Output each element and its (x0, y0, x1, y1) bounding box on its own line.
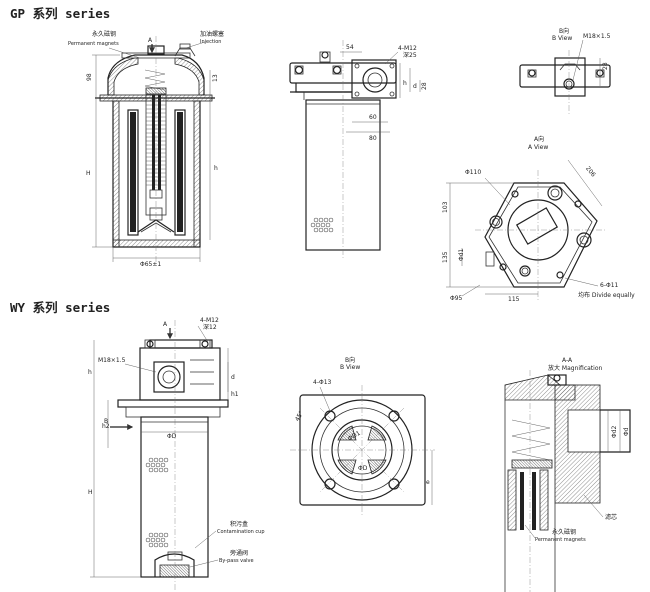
gp-side-dim-h: h (403, 80, 407, 87)
wy-front-arrow-b: B (104, 418, 108, 425)
wy-bypass-valve-cn: 旁通阀 (230, 549, 248, 557)
wy-front-thread: M18×1.5 (98, 357, 126, 364)
gp-a-view-dim-115: 115 (508, 296, 520, 303)
wy-front-view: 4-M12 深12 M18×1.5 A B h d h1 h2 H ΦD 积污盒… (88, 317, 265, 592)
gp-side-view: 54 4-M12 深25 h d 28 60 80 (289, 40, 428, 260)
wy-front-dim-phi: ΦD (167, 433, 177, 440)
gp-side-deep: 深25 (403, 51, 417, 59)
gp-a-view-en: A View (528, 144, 548, 151)
wy-front-arrow-a: A (163, 321, 168, 328)
gp-dim-13: 13 (212, 74, 219, 82)
wy-b-view-dim-phi: ΦD (358, 465, 368, 472)
gp-a-view-dim-206: 206 (584, 165, 597, 178)
gp-injection-cn: 加油螺塞 (200, 30, 224, 38)
gp-a-view: A向 A View 206 Φ110 103 135 Φd1 Φ95 115 6… (442, 135, 635, 303)
gp-dim-phi65: Φ65±1 (140, 261, 161, 268)
wy-detail-filter: 滤芯 (605, 513, 617, 521)
gp-a-view-dim-phid1: Φd1 (458, 248, 465, 261)
gp-side-dim-d: d (413, 83, 417, 90)
wy-series-title: WY 系列 series (10, 300, 111, 315)
wy-detail-magnet-cn: 永久磁钢 (552, 528, 576, 536)
gp-dim-h: h (214, 165, 218, 172)
wy-front-dim-d: d (231, 374, 235, 381)
gp-side-holes: 4-M12 (398, 45, 417, 52)
gp-b-view-cn: B向 (559, 27, 569, 35)
wy-front-dim-h: h (88, 369, 92, 376)
gp-arrow-a: A (148, 37, 153, 44)
wy-contamination-cup-en: Contamination cup (217, 529, 265, 535)
gp-series-title: GP 系列 series (10, 6, 111, 21)
gp-side-dim-80: 80 (369, 135, 377, 142)
gp-section-view: 永久磁钢 Permanent magnets 加油螺塞 Injection A … (68, 30, 224, 268)
wy-detail-magnet-en: Permanent magnets (535, 537, 586, 543)
gp-injection-en: Injection (200, 39, 221, 45)
gp-dim-98: 98 (86, 73, 93, 81)
wy-detail-dim-d2: Φd2 (611, 425, 618, 438)
gp-side-dim-28: 28 (421, 82, 428, 90)
gp-a-view-holes: 6-Φ11 (600, 282, 619, 289)
wy-b-view-dim-e: e (426, 479, 430, 486)
gp-a-view-dim-103: 103 (442, 201, 449, 213)
wy-bypass-valve-en: By-pass valve (219, 558, 254, 564)
gp-b-view: B向 B View M18×1.5 28 (519, 27, 611, 114)
gp-b-view-thread: M18×1.5 (583, 33, 611, 40)
gp-a-view-cn: A向 (534, 135, 544, 143)
wy-detail-dim-d: Φd (623, 427, 630, 436)
gp-side-dim-54: 54 (346, 44, 354, 51)
wy-detail-section: A-A (562, 357, 573, 364)
wy-detail-view: A-A 放大 Magnification Φd2 Φd 滤芯 永久磁钢 Perm… (504, 357, 631, 592)
wy-front-dim-H: H (88, 489, 93, 496)
wy-contamination-cup-cn: 积污盒 (230, 520, 248, 528)
wy-b-view-cn: B向 (345, 356, 355, 364)
wy-b-view: B向 B View 4-Φ13 45° ΦD1 ΦD e (290, 356, 435, 515)
gp-a-view-dim-135: 135 (442, 251, 449, 263)
wy-front-dim-h1: h1 (231, 391, 239, 398)
gp-a-view-dim-phi95: Φ95 (450, 295, 463, 302)
wy-front-deep: 深12 (203, 323, 217, 331)
gp-permanent-magnets-en: Permanent magnets (68, 41, 119, 47)
wy-detail-label: 放大 Magnification (548, 364, 602, 372)
gp-side-dim-60: 60 (369, 114, 377, 121)
gp-a-view-divide: 均布 Divide equally (578, 291, 635, 299)
wy-b-view-en: B View (340, 364, 360, 371)
wy-front-dim-h2: h2 (102, 423, 110, 430)
gp-dim-H: H (86, 170, 91, 177)
gp-b-view-en: B View (552, 35, 572, 42)
gp-a-view-dim-phi110: Φ110 (465, 169, 481, 176)
gp-permanent-magnets-cn: 永久磁钢 (92, 30, 116, 38)
wy-front-holes: 4-M12 (200, 317, 219, 324)
wy-b-view-holes: 4-Φ13 (313, 379, 332, 386)
gp-b-view-dim-28: 28 (602, 62, 609, 70)
wy-b-view-angle: 45° (294, 410, 305, 423)
